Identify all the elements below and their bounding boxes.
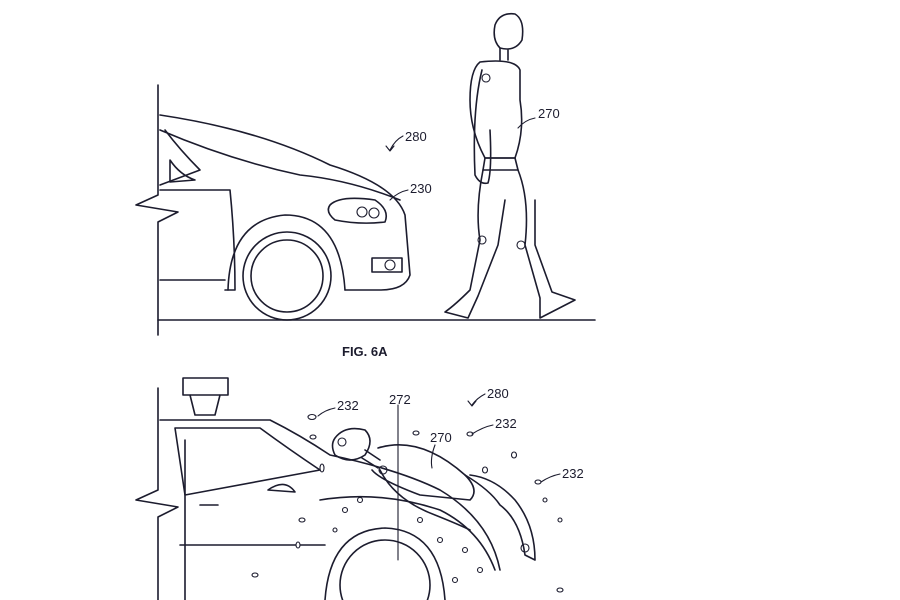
wall-line bbox=[135, 84, 179, 336]
wall-line bbox=[135, 387, 179, 600]
label-232-far: 232 bbox=[562, 466, 584, 481]
label-280: 280 bbox=[405, 129, 427, 144]
vehicle-230 bbox=[159, 114, 411, 321]
label-232-right: 232 bbox=[495, 416, 517, 431]
figure-6b: 232 272 280 232 270 232 bbox=[135, 377, 584, 600]
label-230: 230 bbox=[410, 181, 432, 196]
adhesive-debris bbox=[251, 413, 564, 593]
pedestrian-270 bbox=[331, 427, 536, 561]
label-232-left: 232 bbox=[337, 398, 359, 413]
figure-6a: 270 280 230 FIG. 6A bbox=[135, 12, 596, 359]
label-270: 270 bbox=[538, 106, 560, 121]
figure-caption: FIG. 6A bbox=[342, 344, 388, 359]
headlight bbox=[327, 197, 388, 224]
fog-light bbox=[371, 257, 403, 273]
vehicle bbox=[159, 377, 501, 600]
label-280-b: 280 bbox=[487, 386, 509, 401]
label-272: 272 bbox=[389, 392, 411, 407]
label-270-b: 270 bbox=[430, 430, 452, 445]
pedestrian-270 bbox=[444, 12, 576, 319]
roof-sensor bbox=[182, 377, 229, 416]
